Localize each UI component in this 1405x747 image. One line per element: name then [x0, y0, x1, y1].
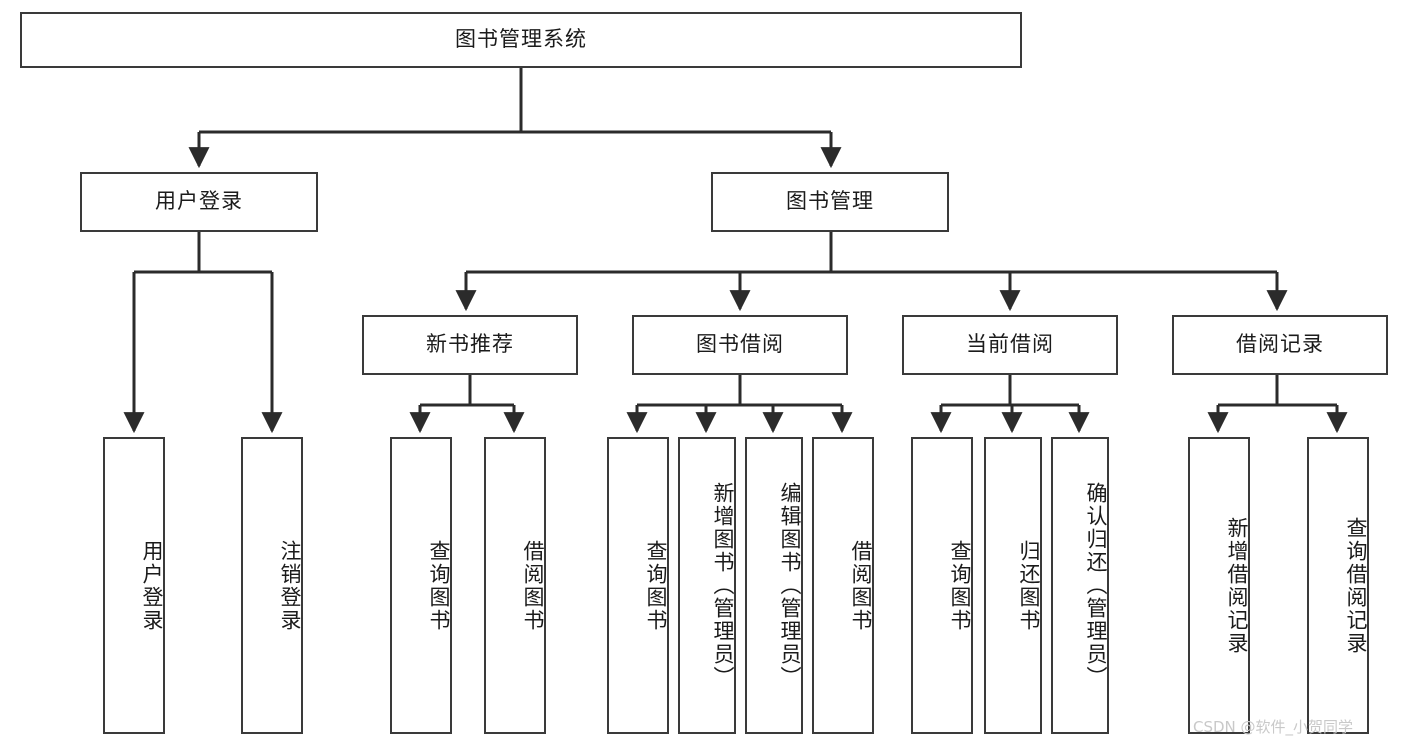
- node-root[interactable]: 图书管理系统: [20, 12, 1022, 68]
- leaf-node-label: 查询图书: [948, 539, 972, 632]
- node-current-borrowing[interactable]: 当前借阅: [902, 315, 1118, 375]
- leaf-node-borrow-books[interactable]: 借阅图书: [812, 437, 874, 734]
- leaf-node-add-book-admin[interactable]: 新增图书（管理员）: [678, 437, 736, 734]
- leaf-node-label: 确认归还（管理员）: [1084, 482, 1108, 689]
- leaf-node-label: 归还图书: [1017, 539, 1041, 632]
- leaf-node-query-books-current[interactable]: 查询图书: [911, 437, 973, 734]
- node-new-book-recommendation[interactable]: 新书推荐: [362, 315, 578, 375]
- leaf-node-label: 新增图书（管理员）: [711, 482, 735, 689]
- leaf-node-query-books-borrowing[interactable]: 查询图书: [607, 437, 669, 734]
- node-user-login-label: 用户登录: [155, 189, 243, 214]
- leaf-node-query-borrowing-record[interactable]: 查询借阅记录: [1307, 437, 1369, 734]
- leaf-node-label: 查询借阅记录: [1344, 516, 1368, 655]
- node-user-login[interactable]: 用户登录: [80, 172, 318, 232]
- leaf-node-edit-book-admin[interactable]: 编辑图书（管理员）: [745, 437, 803, 734]
- leaf-node-label: 查询图书: [427, 539, 451, 632]
- leaf-node-return-books[interactable]: 归还图书: [984, 437, 1042, 734]
- leaf-node-add-borrowing-record[interactable]: 新增借阅记录: [1188, 437, 1250, 734]
- leaf-node-label: 查询图书: [644, 539, 668, 632]
- leaf-node-confirm-return-admin[interactable]: 确认归还（管理员）: [1051, 437, 1109, 734]
- node-book-borrowing-label: 图书借阅: [696, 332, 784, 357]
- node-borrowing-records[interactable]: 借阅记录: [1172, 315, 1388, 375]
- node-borrowing-records-label: 借阅记录: [1236, 332, 1324, 357]
- leaf-node-user-login[interactable]: 用户登录: [103, 437, 165, 734]
- leaf-node-query-books-recommendation[interactable]: 查询图书: [390, 437, 452, 734]
- leaf-node-label: 编辑图书（管理员）: [778, 482, 802, 689]
- leaf-node-label: 新增借阅记录: [1225, 516, 1249, 655]
- watermark: CSDN @软件_小贺同学: [1193, 718, 1354, 736]
- leaf-node-label: 注销登录: [278, 539, 302, 632]
- node-book-management[interactable]: 图书管理: [711, 172, 949, 232]
- leaf-node-label: 借阅图书: [849, 539, 873, 632]
- node-book-borrowing[interactable]: 图书借阅: [632, 315, 848, 375]
- leaf-node-logout[interactable]: 注销登录: [241, 437, 303, 734]
- leaf-node-label: 用户登录: [140, 539, 164, 632]
- node-root-label: 图书管理系统: [455, 27, 587, 52]
- node-current-borrowing-label: 当前借阅: [966, 332, 1054, 357]
- leaf-node-borrow-books-recommendation[interactable]: 借阅图书: [484, 437, 546, 734]
- node-book-management-label: 图书管理: [786, 189, 874, 214]
- leaf-node-label: 借阅图书: [521, 539, 545, 632]
- node-new-book-recommendation-label: 新书推荐: [426, 332, 514, 357]
